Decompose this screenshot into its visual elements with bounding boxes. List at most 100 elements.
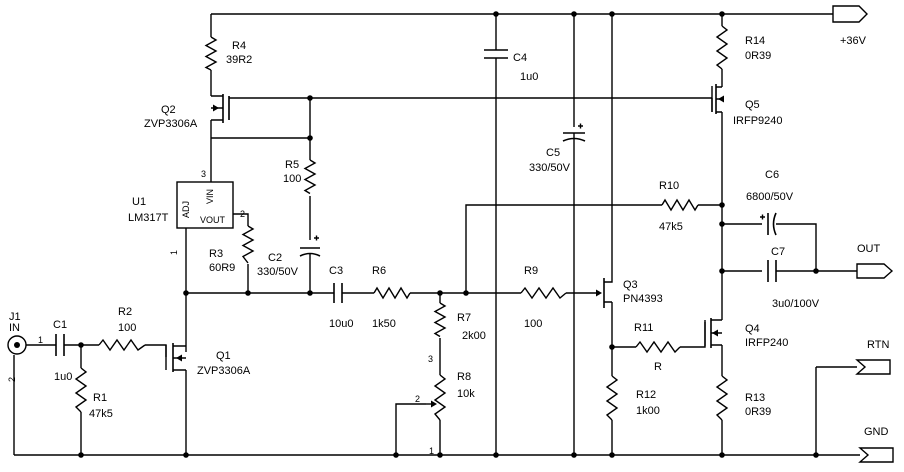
c4-symbol bbox=[484, 49, 508, 59]
connectors bbox=[7, 5, 894, 463]
supply-port-label: +36V bbox=[840, 35, 867, 47]
q3-jfet-symbol bbox=[596, 276, 613, 308]
r9-ref: R9 bbox=[524, 265, 538, 277]
j1-ref: J1 bbox=[9, 311, 21, 323]
r8-value: 10k bbox=[457, 388, 475, 400]
q5-mosfet-symbol bbox=[711, 84, 724, 114]
r2-symbol bbox=[98, 338, 146, 352]
resistor-symbols bbox=[74, 25, 729, 421]
q4-mosfet-symbol bbox=[704, 318, 722, 348]
r7-ref: R7 bbox=[457, 312, 471, 324]
r3-ref: R3 bbox=[209, 248, 223, 260]
r4-ref: R4 bbox=[232, 40, 246, 52]
r5-ref: R5 bbox=[285, 159, 299, 171]
u1-vin-label: VIN bbox=[205, 189, 215, 204]
c2-symbol bbox=[299, 235, 321, 257]
q1-value: ZVP3306A bbox=[197, 365, 251, 377]
r14-symbol bbox=[715, 25, 729, 70]
q1-ref: Q1 bbox=[216, 350, 231, 362]
wiring bbox=[13, 13, 860, 456]
j1-pin2: 2 bbox=[7, 377, 17, 382]
r4-value: 39R2 bbox=[226, 54, 252, 66]
r4-symbol bbox=[204, 36, 218, 71]
junction-dots bbox=[78, 11, 819, 458]
r1-symbol bbox=[74, 367, 88, 413]
r2-ref: R2 bbox=[118, 306, 132, 318]
r1-value: 47k5 bbox=[89, 408, 113, 420]
r11-symbol bbox=[635, 340, 681, 354]
r7-value: 2k00 bbox=[462, 330, 486, 342]
u1-value: LM317T bbox=[128, 212, 169, 224]
q3-ref: Q3 bbox=[623, 279, 638, 291]
supply-port-icon bbox=[832, 5, 868, 23]
rtn-port-icon bbox=[855, 359, 891, 375]
r10-symbol bbox=[661, 198, 699, 212]
r10-value: 47k5 bbox=[659, 221, 683, 233]
c5-symbol bbox=[562, 123, 586, 142]
q4-ref: Q4 bbox=[745, 323, 760, 335]
r13-value: 0R39 bbox=[745, 406, 771, 418]
c4-value: 1u0 bbox=[520, 71, 538, 83]
r12-value: 1k00 bbox=[636, 405, 660, 417]
c5-ref: C5 bbox=[546, 147, 560, 159]
gnd-port-icon bbox=[858, 447, 894, 463]
c6-ref: C6 bbox=[765, 169, 779, 181]
q1-mosfet-symbol bbox=[165, 343, 186, 372]
j1-value: IN bbox=[9, 322, 20, 334]
r6-value: 1k50 bbox=[372, 318, 396, 330]
q5-ref: Q5 bbox=[745, 99, 760, 111]
c1-symbol bbox=[55, 334, 65, 356]
r5-symbol bbox=[303, 159, 317, 195]
r2-value: 100 bbox=[118, 322, 136, 334]
q2-value: ZVP3306A bbox=[144, 118, 198, 130]
c7-value: 3u0/100V bbox=[772, 298, 820, 310]
q4-value: IRFP240 bbox=[745, 337, 788, 349]
c6-value: 6800/50V bbox=[746, 191, 794, 203]
q2-ref: Q2 bbox=[161, 104, 176, 116]
q3-value: PN4393 bbox=[623, 293, 663, 305]
j1-pin1: 1 bbox=[38, 335, 43, 345]
c7-ref: C7 bbox=[771, 246, 785, 258]
u1-regulator-symbol bbox=[176, 181, 234, 229]
labels: R4 39R2 Q2 ZVP3306A 3 U1 LM317T ADJ VIN … bbox=[7, 35, 889, 456]
c2-ref: C2 bbox=[268, 252, 282, 264]
out-port-label: OUT bbox=[857, 243, 881, 255]
c7-symbol bbox=[767, 260, 777, 282]
rtn-port-label: RTN bbox=[867, 339, 889, 351]
r1-ref: R1 bbox=[93, 392, 107, 404]
r5-value: 100 bbox=[283, 173, 301, 185]
r8-pin2: 2 bbox=[415, 394, 420, 404]
r3-symbol bbox=[241, 225, 255, 264]
gnd-port-label: GND bbox=[864, 426, 889, 438]
c1-ref: C1 bbox=[53, 319, 67, 331]
r7-symbol bbox=[433, 302, 447, 338]
c1-value: 1u0 bbox=[54, 371, 72, 383]
c4-ref: C4 bbox=[513, 52, 527, 64]
u1-pin1: 1 bbox=[169, 250, 179, 255]
u1-vout-label: VOUT bbox=[200, 215, 226, 225]
c3-symbol bbox=[333, 283, 343, 303]
capacitor-symbols bbox=[55, 49, 777, 356]
r11-value: R bbox=[654, 361, 662, 373]
u1-adj-label: ADJ bbox=[181, 201, 191, 218]
u1-pin3: 3 bbox=[201, 169, 206, 179]
r8-ref: R8 bbox=[457, 371, 471, 383]
c2-value: 330/50V bbox=[257, 266, 299, 278]
u1-pin2: 2 bbox=[240, 209, 245, 219]
r8-pin1: 1 bbox=[429, 446, 434, 456]
r8-symbol bbox=[433, 374, 447, 421]
r13-ref: R13 bbox=[745, 392, 765, 404]
r14-ref: R14 bbox=[745, 35, 765, 47]
j1-connector-icon bbox=[7, 335, 27, 355]
r11-ref: R11 bbox=[634, 322, 653, 334]
r6-ref: R6 bbox=[372, 265, 386, 277]
u1-ref: U1 bbox=[132, 196, 146, 208]
r12-ref: R12 bbox=[636, 389, 656, 401]
c3-ref: C3 bbox=[329, 265, 343, 277]
r10-ref: R10 bbox=[659, 180, 679, 192]
q2-mosfet-symbol bbox=[211, 94, 230, 123]
r3-value: 60R9 bbox=[209, 262, 235, 274]
r14-value: 0R39 bbox=[745, 50, 771, 62]
q5-value: IRFP9240 bbox=[733, 115, 783, 127]
